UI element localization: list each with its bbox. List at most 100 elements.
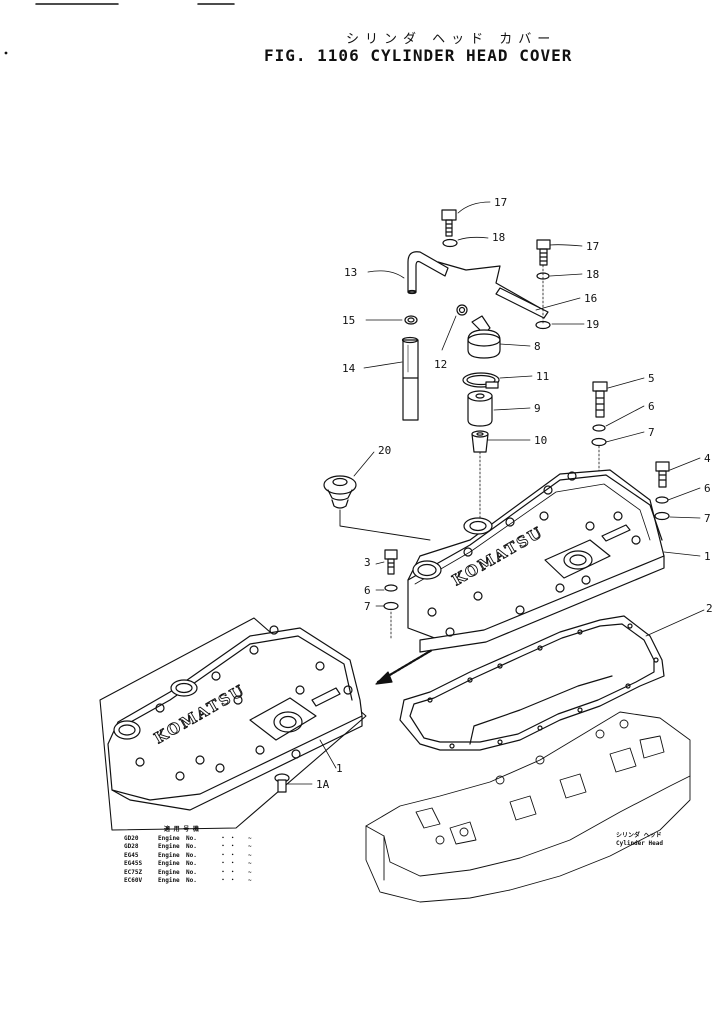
callout-18: 18 [492, 231, 505, 244]
callout-17: 17 [586, 240, 599, 253]
callout-10: 10 [534, 434, 547, 447]
callout-16: 16 [584, 292, 597, 305]
figure-title-japanese: シリンダ ヘッド カバー [346, 32, 557, 47]
callout-7: 7 [704, 512, 711, 525]
leader-lines [287, 201, 705, 785]
applicability-row: GD28 Engine No. ・ ・ ~ [124, 843, 252, 852]
gasket-2 [399, 615, 665, 751]
applicability-tilde: ~ [248, 843, 252, 850]
applicability-tilde: ~ [248, 834, 252, 842]
callout-14: 14 [342, 362, 356, 375]
washer-6-left [384, 584, 398, 592]
applicability-tilde: ~ [248, 860, 252, 867]
callout-11: 11 [536, 370, 549, 383]
figure-title: FIG. 1106 CYLINDER HEAD COVER [264, 46, 573, 65]
applicability-no: No. [186, 843, 197, 850]
callout-2: 2 [706, 602, 713, 615]
applicability-tilde: ~ [248, 868, 252, 876]
clamp-11 [462, 372, 500, 389]
applicability-word: Engine [158, 851, 180, 859]
callout-6: 6 [648, 400, 655, 413]
callout-5: 5 [648, 372, 655, 385]
applicability-word: Engine [158, 877, 180, 884]
callout-15: 15 [342, 314, 355, 327]
callout-1a: 1A [316, 778, 330, 791]
applicability-dots: ・ ・ [220, 843, 236, 850]
hose-9 [467, 390, 493, 427]
applicability-dots: ・ ・ [220, 860, 236, 867]
callout-19: 19 [586, 318, 599, 331]
applicability-no: No. [186, 860, 197, 867]
applicability-row: GD20 Engine No. ・ ・ ~ [124, 835, 252, 844]
bolt-17-left [441, 209, 457, 237]
applicability-dots: ・ ・ [220, 851, 236, 859]
applicability-no: No. [186, 851, 197, 859]
filler-cap-20 [323, 475, 357, 509]
callout-7: 7 [648, 426, 655, 439]
applicability-row: EC75Z Engine No. ・ ・ ~ [124, 869, 252, 878]
applicability-header: 適 用 号 機 [164, 826, 199, 833]
cylinder-head-label-jp: シリンダ ヘッド [616, 832, 662, 839]
clamp-15 [404, 315, 418, 325]
bolt-3 [384, 549, 398, 575]
applicability-dots: ・ ・ [220, 877, 236, 884]
applicability-model: EC60V [124, 877, 143, 884]
washer-7-upper [591, 437, 607, 447]
washer-6-upper [592, 424, 606, 432]
callout-4: 4 [704, 452, 711, 465]
cylinder-head-label: シリンダ ヘッド Cylinder Head [616, 832, 663, 848]
bolt-17-right [536, 239, 551, 266]
applicability-row: EG45S Engine No. ・ ・ ~ [124, 860, 252, 869]
applicability-word: Engine [158, 834, 180, 842]
callout-8: 8 [534, 340, 541, 353]
callout-17: 17 [494, 196, 507, 209]
view-arrow [375, 648, 434, 685]
applicability-model: EG45 [124, 851, 139, 859]
callout-18: 18 [586, 268, 599, 281]
applicability-row: EG45 Engine No. ・ ・ ~ [124, 852, 252, 861]
callout-9: 9 [534, 402, 541, 415]
callout-20: 20 [378, 444, 391, 457]
applicability-dots: ・ ・ [220, 834, 236, 842]
callout-3: 3 [364, 556, 371, 569]
bolt-1a [274, 773, 290, 793]
breather-8 [467, 315, 501, 359]
applicability-model: EC75Z [124, 868, 143, 876]
applicability-no: No. [186, 834, 197, 842]
clamp-12 [456, 304, 468, 316]
callout-1: 1 [704, 550, 711, 563]
applicability-no: No. [186, 877, 197, 884]
callout-13: 13 [344, 266, 357, 279]
callout-1: 1 [336, 762, 343, 775]
bracket-16 [495, 287, 549, 319]
bolt-5 [592, 381, 608, 418]
applicability-word: Engine [158, 868, 180, 876]
washer-6-right [655, 496, 669, 504]
bolt-4 [655, 461, 670, 488]
cylinder-head-cover-1 [407, 469, 665, 653]
callout-6: 6 [704, 482, 711, 495]
callout-7: 7 [364, 600, 371, 613]
applicability-word: Engine [158, 860, 180, 867]
washer-7-right [654, 511, 670, 521]
applicability-tilde: ~ [248, 877, 252, 884]
cylinder-head-label-en: Cylinder Head [616, 840, 663, 847]
applicability-tilde: ~ [248, 851, 252, 859]
applicability-row: EC60V Engine No. ・ ・ ~ [124, 877, 252, 886]
pipe-10 [471, 430, 489, 453]
callout-6: 6 [364, 584, 371, 597]
applicability-dots: ・ ・ [220, 868, 236, 876]
callout-12: 12 [434, 358, 447, 371]
hose-13 [407, 251, 449, 293]
applicability-model: EG45S [124, 860, 143, 867]
cylinder-head-outline [365, 711, 691, 903]
applicability-no: No. [186, 868, 197, 876]
hose-14 [401, 336, 419, 421]
washer-18-left [442, 238, 458, 248]
applicability-model: GD28 [124, 843, 139, 850]
washer-7-left [383, 601, 399, 611]
applicability-model: GD20 [124, 834, 139, 842]
applicability-word: Engine [158, 843, 180, 850]
